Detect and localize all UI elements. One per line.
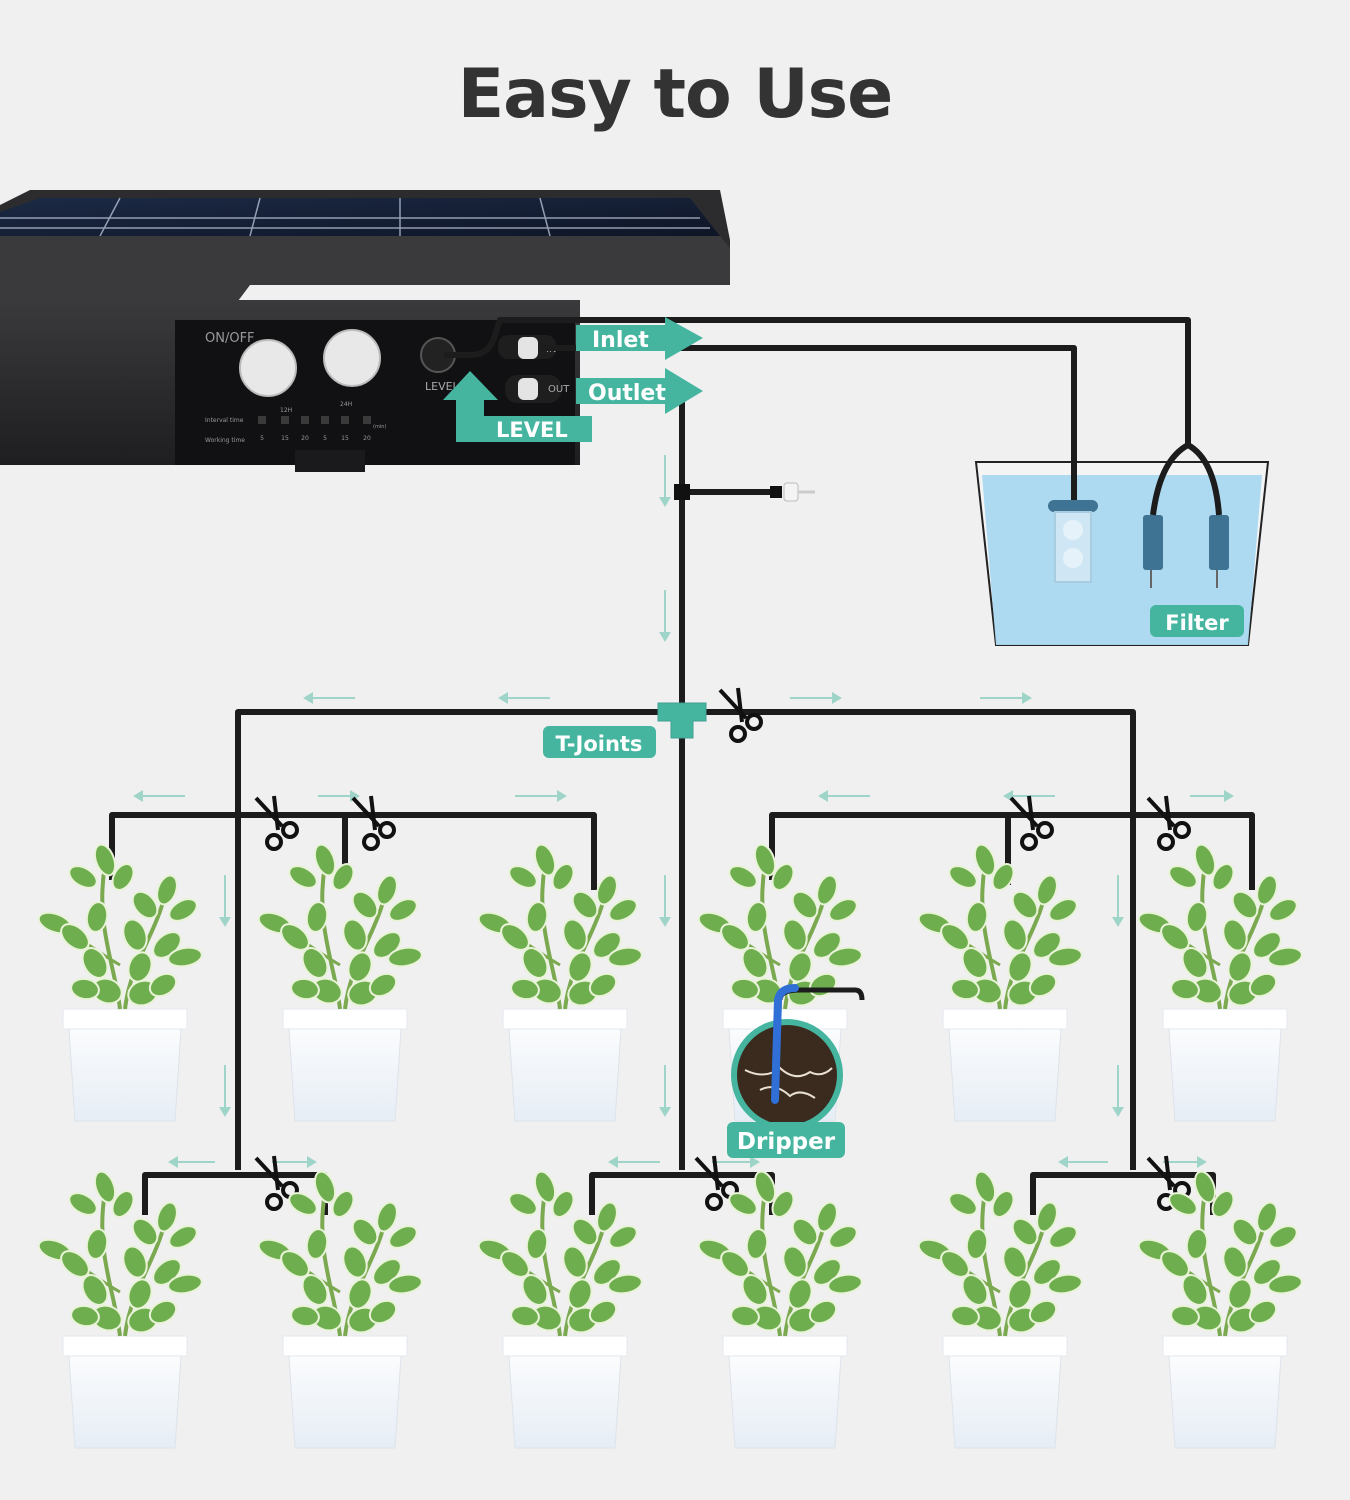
flow-arrow-icon (712, 1156, 760, 1168)
filter-cap (1048, 500, 1098, 512)
dripper-label: Dripper (737, 1129, 836, 1155)
dripper-callout: Dripper (727, 984, 865, 1158)
flow-arrow-icon (168, 1156, 215, 1168)
inlet-pipe (540, 345, 1077, 500)
inlet-label: Inlet (592, 328, 649, 353)
timer-led (363, 416, 371, 424)
solar-grid (0, 197, 710, 237)
solar-panel (0, 198, 720, 236)
upper-right-branch (769, 812, 1255, 890)
flow-arrow-icon (133, 790, 185, 802)
timer-led (321, 416, 329, 424)
dripper-label-box (727, 1122, 845, 1158)
device-foot (295, 450, 365, 472)
timer-led (258, 416, 266, 424)
potted-plant (253, 1166, 426, 1450)
plant-grid (33, 839, 1306, 1450)
timer-value: 15 (281, 435, 289, 442)
power-label: ON/OFF (205, 331, 255, 346)
group-24h-label: 24H (340, 401, 352, 408)
flow-arrow-icon (515, 790, 567, 802)
flow-arrow-icon (1163, 1156, 1207, 1168)
timer-values: 5 15 20 5 15 20 (258, 416, 371, 442)
out-port-nozzle (518, 378, 538, 400)
dripper-stake-icon (771, 984, 799, 1104)
outlet-label: Outlet (588, 381, 666, 406)
timer-led (341, 416, 349, 424)
scissors-icon (351, 794, 396, 851)
timer-value: 20 (301, 435, 309, 442)
working-time-label: Working time (205, 437, 245, 444)
interval-time-label: Interval time (205, 417, 244, 424)
flow-arrow-icon (659, 1065, 671, 1117)
flow-arrow-icon (659, 875, 671, 927)
scissors-icon (1146, 794, 1191, 851)
potted-plant (473, 839, 646, 1123)
upper-left-branch (109, 812, 597, 890)
soil-circle (731, 1019, 843, 1131)
page-title: Easy to Use (457, 55, 894, 134)
scissors-icon (254, 794, 299, 851)
scissors-icon (1009, 794, 1054, 851)
timer-value: 5 (260, 435, 264, 442)
level-probe-right (1209, 515, 1229, 570)
potted-plant (1133, 1166, 1306, 1450)
t-joints-callout: T-Joints (543, 726, 656, 758)
interval-knob[interactable] (239, 339, 297, 397)
flow-arrow-icon (980, 692, 1032, 704)
potted-plant (913, 1166, 1086, 1450)
filter-label: Filter (1165, 611, 1229, 635)
working-knob[interactable] (323, 329, 381, 387)
potted-plant (1133, 839, 1306, 1123)
flow-arrow-icon (498, 692, 550, 704)
flow-arrow-icon (1112, 1065, 1124, 1117)
device-rim (0, 236, 730, 305)
flow-arrow-icon (303, 692, 355, 704)
outlet-callout: Outlet (576, 368, 703, 414)
flow-arrow-icon (272, 1156, 317, 1168)
timer-led (301, 416, 309, 424)
level-callout: LEVEL (443, 371, 592, 442)
timer-value: 20 (363, 435, 371, 442)
flow-valve[interactable] (674, 482, 815, 502)
level-probe-left (1143, 515, 1163, 570)
unit-label: (min) (373, 424, 386, 430)
water (982, 475, 1262, 645)
flow-arrow-icon (608, 1156, 660, 1168)
level-cable-split (1150, 442, 1222, 516)
flow-arrow-icon (818, 790, 870, 802)
inlet-callout: Inlet (576, 317, 703, 360)
potted-plant (693, 1166, 866, 1450)
flow-arrow-icon (219, 875, 231, 927)
out-port-label: OUT (548, 384, 570, 395)
water-bucket (974, 461, 1270, 646)
timer-value: 5 (323, 435, 327, 442)
t-joint-icon (657, 702, 707, 739)
level-label: LEVEL (496, 418, 568, 442)
flow-arrow-icon (1112, 875, 1124, 927)
timer-value: 15 (341, 435, 349, 442)
flow-arrow-icon (1190, 790, 1234, 802)
potted-plant (473, 1166, 646, 1450)
flow-arrow-icon (1058, 1156, 1108, 1168)
potted-plant (913, 839, 1086, 1123)
flow-arrow-icon (790, 692, 842, 704)
t-joints-label: T-Joints (556, 732, 643, 756)
filter-callout: Filter (1150, 605, 1244, 637)
timer-led (281, 416, 289, 424)
flow-arrow-icon (659, 455, 671, 507)
level-cable (444, 317, 1191, 445)
potted-plant (253, 839, 426, 1123)
flow-arrows (133, 455, 1234, 1168)
potted-plant (33, 839, 206, 1123)
potted-plant (33, 1166, 206, 1450)
in-port-nozzle (518, 337, 538, 359)
group-12h-label: 12H (280, 407, 292, 414)
flow-arrow-icon (659, 590, 671, 642)
level-port-label: LEVEL (425, 380, 460, 393)
flow-arrow-icon (219, 1065, 231, 1117)
